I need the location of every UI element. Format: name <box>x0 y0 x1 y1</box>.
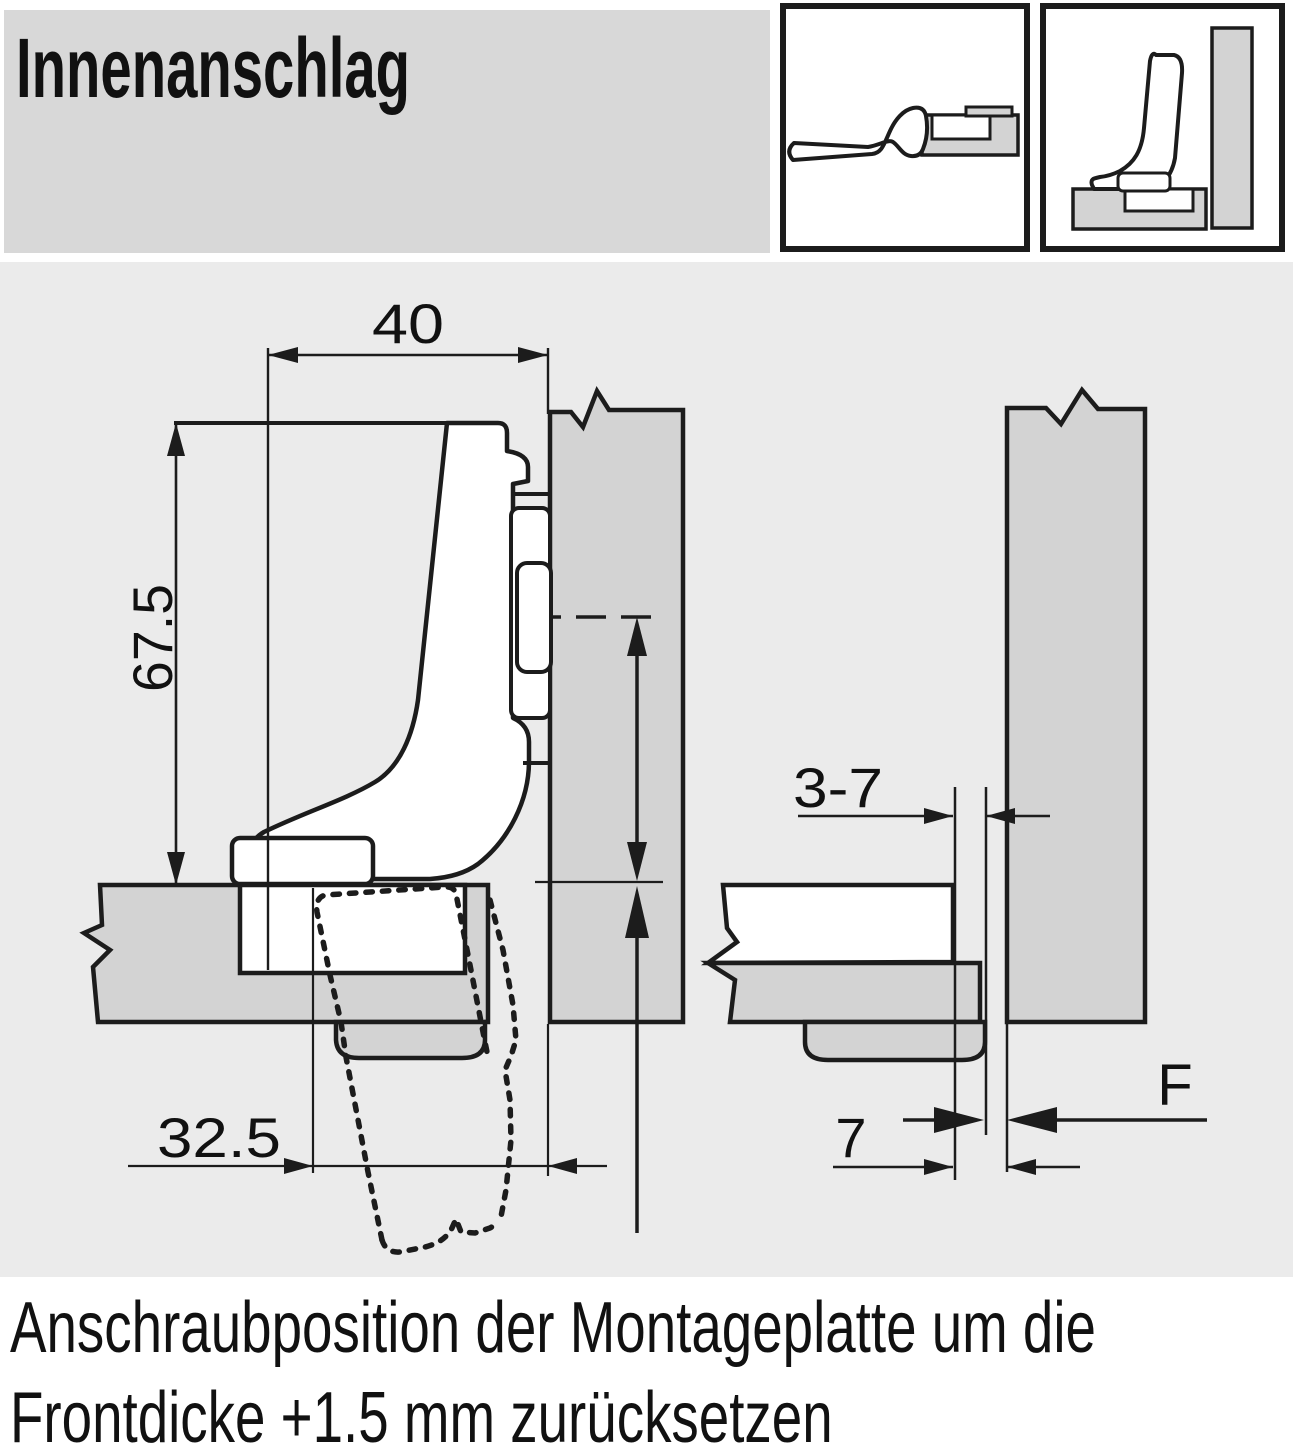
technical-drawing-area: 40 67.5 32.5 <box>0 262 1293 1277</box>
icon1-plate-tab <box>964 105 1014 118</box>
arrowhead <box>518 347 548 363</box>
cup-bore-hole <box>237 882 468 976</box>
arrowhead <box>1007 1159 1036 1175</box>
icon2-door-panel <box>1210 26 1254 230</box>
icon1-hinge-arm <box>787 105 929 162</box>
arrowhead <box>548 1158 577 1174</box>
icon2-hinge-arm <box>1089 51 1185 191</box>
icon2-cup-flange <box>1116 171 1172 193</box>
hinge-arm <box>249 420 532 882</box>
arrowhead <box>284 1158 313 1174</box>
dim-label-hinge-height: 67.5 <box>121 584 184 692</box>
plate-flange-underside <box>802 1019 988 1063</box>
arrowhead <box>167 852 185 885</box>
main-drawing-svg: 40 67.5 32.5 <box>79 292 1207 1255</box>
dim-label-arm-length: 40 <box>372 292 444 355</box>
cabinet-panel-gray-band <box>700 960 983 1025</box>
cup-flange <box>229 835 376 887</box>
cabinet-panel-white-band <box>701 882 956 966</box>
arrowhead <box>627 842 647 881</box>
hinge-open-flat-icon <box>780 3 1030 252</box>
page-title-text: Innenanschlag <box>16 21 411 115</box>
header-bar: Innenanschlag <box>4 10 770 253</box>
arrowhead <box>625 886 649 938</box>
dim-label-plate-setback: 3-7 <box>793 756 883 819</box>
dim-label-plate-distance: 7 <box>835 1106 866 1169</box>
dim-label-cup-distance: 32.5 <box>157 1106 281 1169</box>
arrowhead <box>1007 1107 1057 1133</box>
icon1-cup-hole <box>930 113 992 141</box>
cup-underside <box>333 1019 488 1061</box>
arrowhead <box>934 1107 984 1133</box>
hinge-inset-mounted-icon <box>1040 3 1285 252</box>
arrowhead <box>924 1159 953 1175</box>
door-panel-closed <box>1004 386 1148 1025</box>
cabinet-side-panel <box>547 386 686 1025</box>
arrowhead <box>167 423 185 456</box>
arrowhead <box>268 347 298 363</box>
boring-position-dotted-outline <box>313 884 519 1255</box>
caption-line-2: Frontdicke +1.5 mm zurücksetzen <box>10 1378 833 1446</box>
mounting-plate-inner <box>515 561 553 674</box>
page-title: Innenanschlag <box>16 24 604 112</box>
arrowhead <box>627 617 647 656</box>
arrowhead <box>986 808 1015 824</box>
caption-line-1: Anschraubposition der Montageplatte um d… <box>10 1288 1096 1368</box>
dim-label-gap: F <box>1157 1053 1192 1118</box>
arrowhead <box>924 808 953 824</box>
